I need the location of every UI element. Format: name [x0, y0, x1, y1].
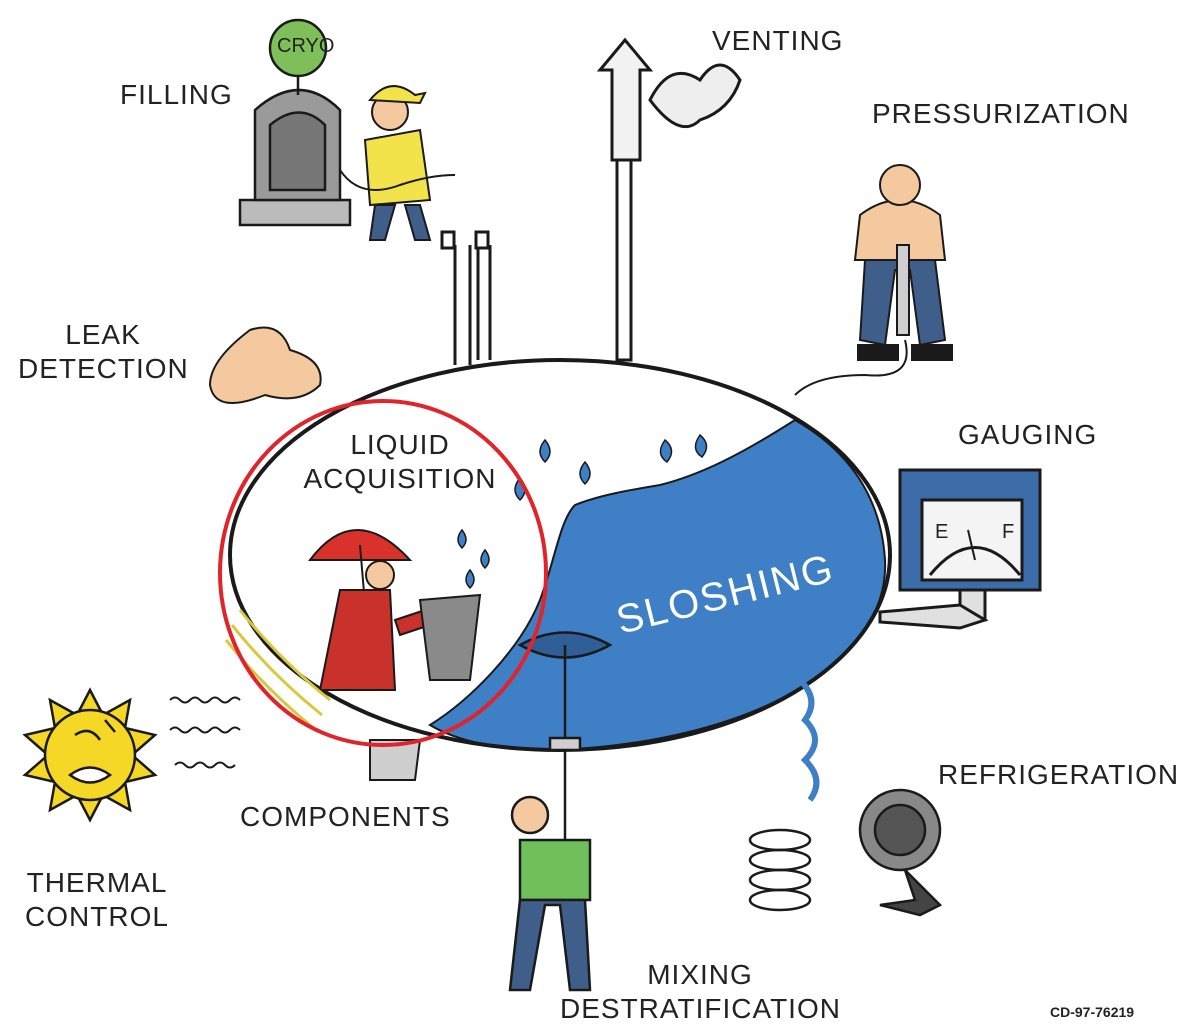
- label-leak-detection-line1: LEAK: [65, 319, 141, 350]
- droplets: [457, 433, 708, 590]
- liquid-region: [428, 418, 887, 752]
- pressurization-person: [794, 164, 953, 396]
- vent-pipe: [596, 37, 742, 362]
- gauge-empty-mark: E: [935, 521, 950, 543]
- gauge-full-mark: F: [1002, 521, 1016, 543]
- label-mixing-line2: DESTRATIFICATION: [560, 992, 841, 1024]
- reference-code: CD-97-76219: [1050, 1004, 1135, 1020]
- component-base: [369, 739, 422, 781]
- label-venting: VENTING: [712, 25, 844, 56]
- filling-person: [339, 85, 456, 241]
- label-filling: FILLING: [120, 79, 233, 110]
- umbrella-person: [307, 529, 482, 691]
- label-refrigeration: REFRIGERATION: [938, 759, 1180, 790]
- label-thermal-control-line1: THERMAL: [26, 867, 168, 898]
- nose-icon: [208, 326, 322, 404]
- refrigeration-unit: [748, 677, 943, 917]
- label-cryo: CRYO: [277, 35, 335, 57]
- label-mixing-destratification: MIXING DESTRATIFICATION: [560, 958, 840, 1025]
- fill-pipes: [440, 230, 492, 365]
- gauge: [878, 468, 1042, 630]
- label-liquid-acquisition-line1: LIQUID: [350, 429, 450, 460]
- label-liquid-acquisition: LIQUID ACQUISITION: [295, 428, 505, 495]
- cryo-dispenser: [238, 18, 352, 227]
- heat-lines: [224, 609, 331, 732]
- heat-waves: [169, 696, 241, 769]
- label-pressurization: PRESSURIZATION: [872, 98, 1130, 129]
- label-gauging: GAUGING: [958, 419, 1098, 450]
- label-liquid-acquisition-line2: ACQUISITION: [303, 462, 497, 494]
- label-thermal-control-line2: CONTROL: [25, 900, 169, 932]
- sun-icon: [22, 687, 158, 823]
- label-leak-detection: LEAK DETECTION: [18, 318, 188, 385]
- mixer: [508, 631, 613, 992]
- label-components: COMPONENTS: [240, 801, 451, 832]
- label-leak-detection-line2: DETECTION: [18, 352, 189, 384]
- label-mixing-line1: MIXING: [647, 959, 753, 990]
- label-thermal-control: THERMAL CONTROL: [22, 866, 172, 933]
- highlight-circle: [218, 399, 548, 747]
